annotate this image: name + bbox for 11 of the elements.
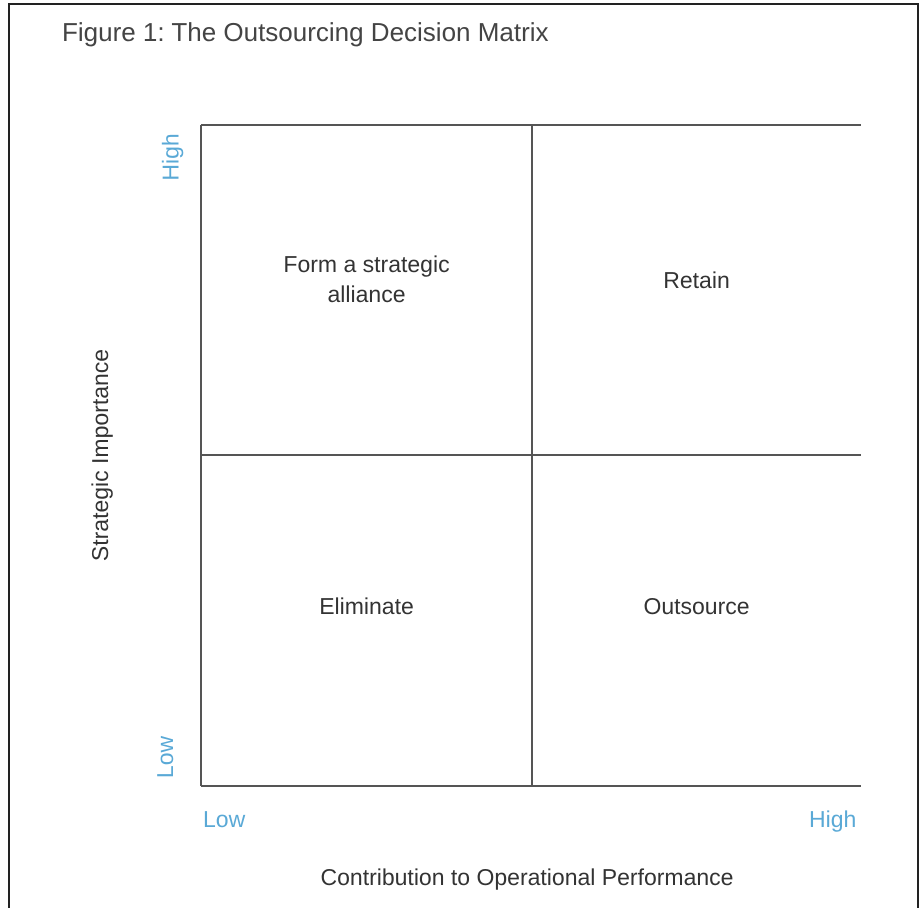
axis-title: Contribution to Operational Performance — [320, 863, 734, 891]
quadrant-label: Form a strategic alliance — [282, 250, 451, 309]
quadrant-label: Eliminate — [319, 592, 414, 621]
axis-title: Strategic Importance — [86, 348, 114, 562]
figure-title: Figure 1: The Outsourcing Decision Matrix — [62, 17, 548, 48]
axis-tick-label: Low — [203, 805, 246, 833]
axis-tick-label: High — [156, 133, 184, 181]
axis-tick-label: Low — [151, 736, 180, 778]
quadrant-label: Outsource — [643, 592, 750, 621]
quadrant-label: Retain — [663, 266, 730, 295]
axis-tick-label: High — [809, 805, 856, 833]
